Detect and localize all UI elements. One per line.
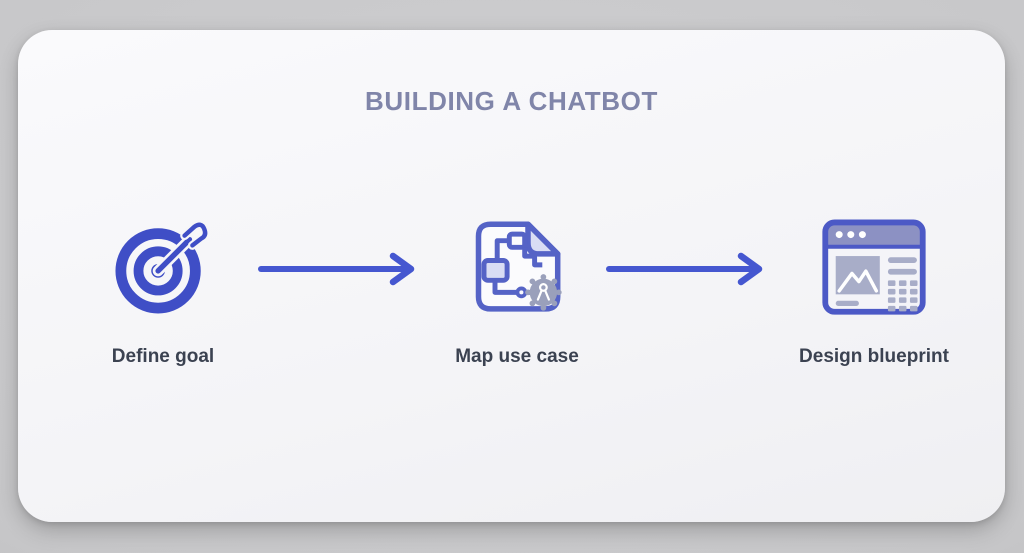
browser-wireframe-icon bbox=[816, 210, 932, 322]
step-label-design-blueprint: Design blueprint bbox=[799, 346, 949, 367]
arrow-right-icon bbox=[256, 251, 424, 287]
step-map-use-case: Map use case bbox=[432, 210, 602, 368]
page-title: BUILDING A CHATBOT bbox=[365, 86, 658, 116]
gear-badge bbox=[525, 274, 562, 311]
step-define-goal: Define goal bbox=[78, 210, 248, 368]
arrow-right-icon bbox=[604, 251, 772, 287]
step-label-define-goal: Define goal bbox=[111, 346, 215, 367]
step-label-map-use-case: Map use case bbox=[455, 346, 579, 367]
slide-card: BUILDING A CHATBOT Define goal bbox=[18, 30, 1005, 522]
target-dart-icon bbox=[114, 210, 212, 322]
flowchart-document-icon bbox=[462, 210, 572, 322]
step-design-blueprint: Design blueprint bbox=[789, 210, 959, 368]
